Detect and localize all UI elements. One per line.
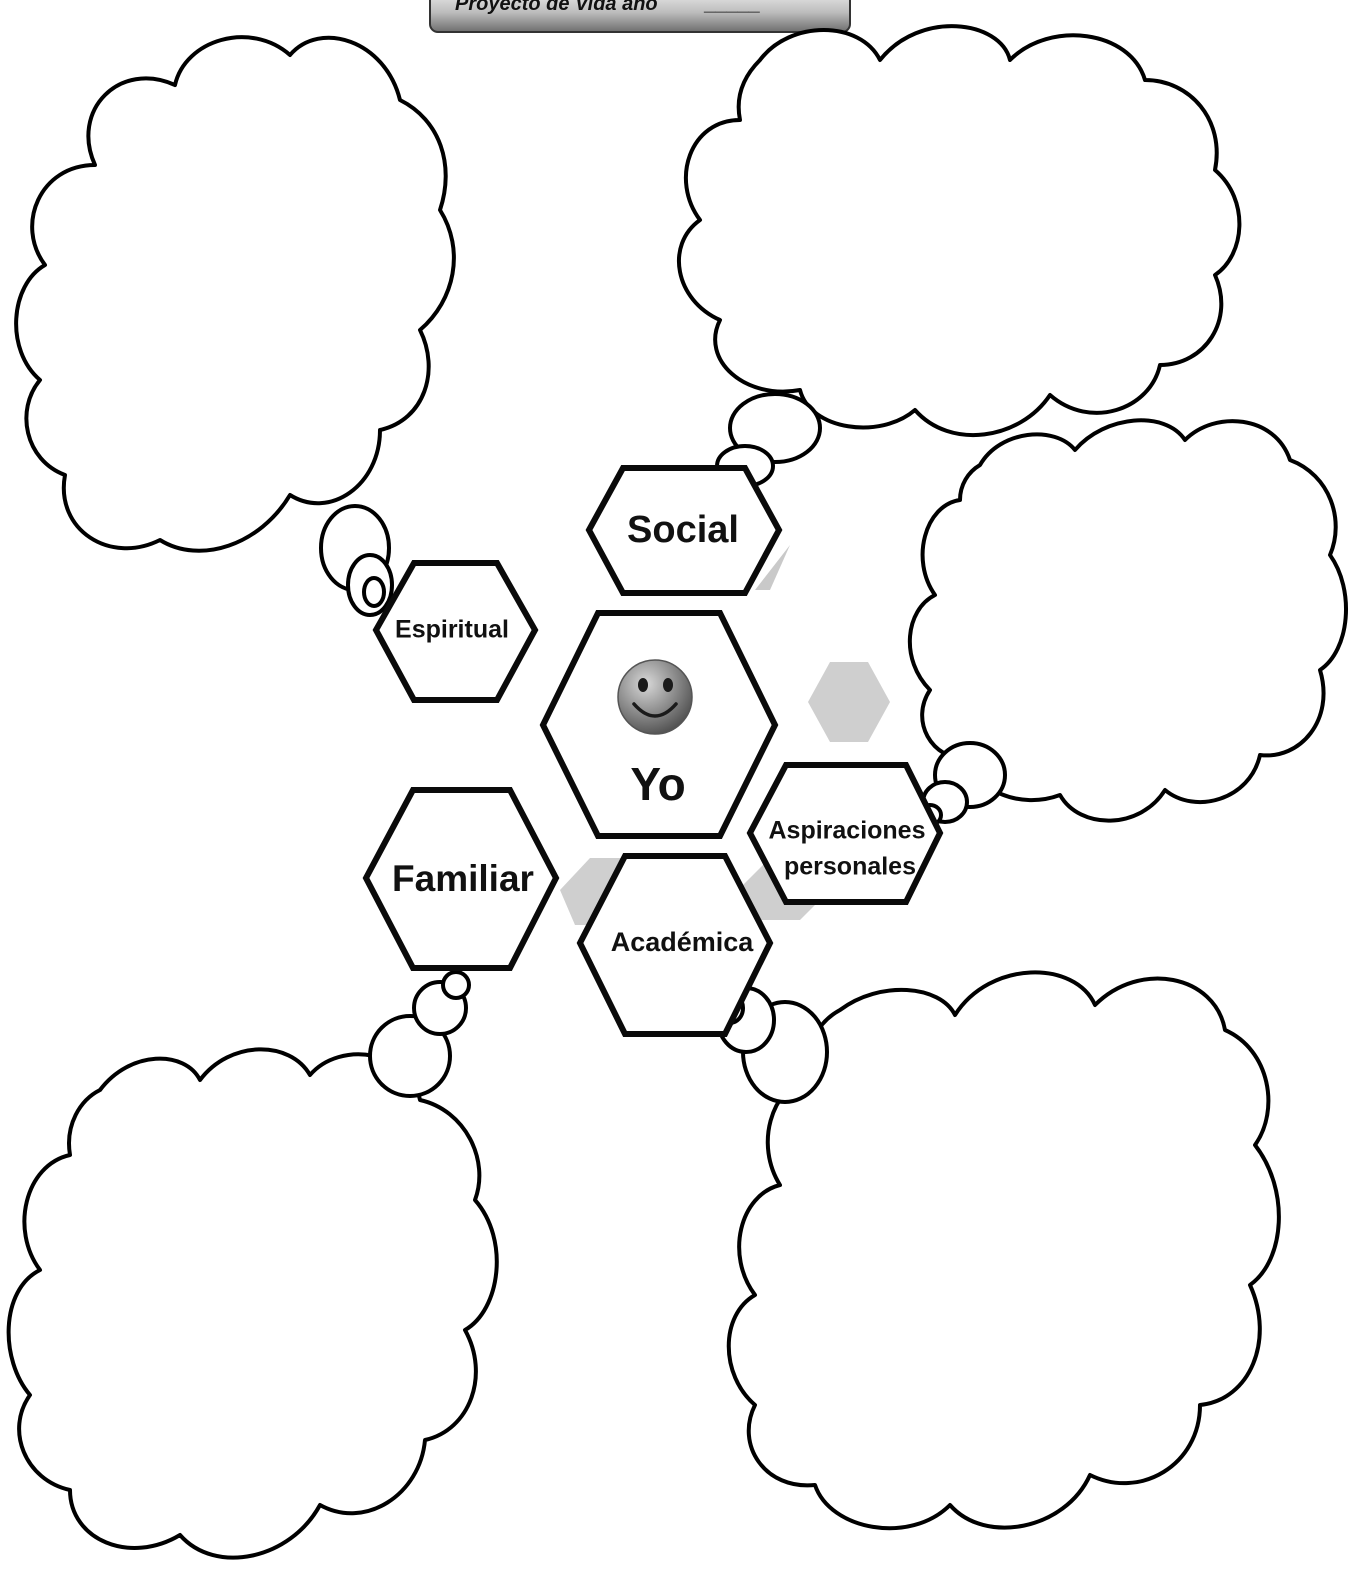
thought-cloud-aspiraciones[interactable] bbox=[908, 418, 1348, 823]
hex-academica[interactable]: Académica bbox=[576, 853, 774, 1037]
hex-aspiraciones-label-line1: Aspiraciones bbox=[768, 817, 925, 845]
hex-familiar-label: Familiar bbox=[392, 858, 534, 899]
thought-cloud-familiar[interactable] bbox=[6, 1047, 499, 1560]
hex-aspiraciones-label-line2: personales bbox=[784, 853, 916, 881]
hex-social-label: Social bbox=[627, 509, 739, 551]
hex-aspiraciones-personales[interactable]: Aspiraciones personales bbox=[746, 762, 944, 905]
hex-espiritual-label: Espiritual bbox=[395, 616, 509, 644]
hex-familiar[interactable]: Familiar bbox=[362, 787, 560, 971]
hex-espiritual[interactable]: Espiritual bbox=[372, 560, 539, 703]
title-blank: _____ bbox=[703, 0, 761, 15]
title-text: Proyecto de Vida año bbox=[455, 0, 658, 15]
thought-cloud-social[interactable] bbox=[677, 24, 1242, 438]
thought-bubbles-familiar bbox=[368, 970, 471, 1098]
hex-center-yo: Yo bbox=[539, 610, 779, 839]
smiley-face-icon bbox=[617, 659, 693, 735]
hex-academica-label: Académica bbox=[611, 927, 755, 957]
title-bar: Proyecto de Vida año _____ bbox=[429, 0, 851, 33]
thought-cloud-academica[interactable] bbox=[726, 970, 1281, 1531]
hex-shadow-social bbox=[755, 545, 790, 590]
hex-social[interactable]: Social bbox=[585, 465, 783, 596]
thought-bubbles-espiritual bbox=[319, 504, 394, 617]
center-label: Yo bbox=[630, 758, 685, 810]
thought-cloud-espiritual[interactable] bbox=[14, 35, 456, 553]
ghost-hex-right bbox=[808, 662, 890, 742]
